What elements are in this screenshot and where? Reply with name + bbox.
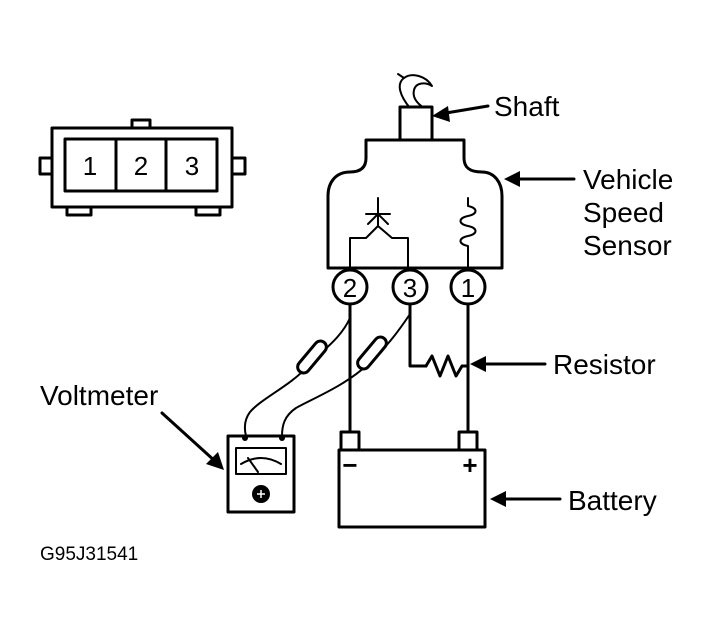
voltmeter-arrowhead bbox=[206, 452, 224, 470]
shaft-label: Shaft bbox=[494, 91, 560, 122]
sensor-switch-detail bbox=[365, 197, 391, 227]
labels: Shaft Vehicle Speed Sensor Resistor Volt… bbox=[40, 91, 673, 565]
sensor-terminal-label: 2 bbox=[343, 273, 357, 303]
vss-label-line2: Speed bbox=[583, 197, 664, 228]
voltmeter-lead-negative bbox=[243, 317, 351, 437]
vss-label-line3: Sensor bbox=[583, 230, 672, 261]
voltmeter-label: Voltmeter bbox=[40, 380, 158, 411]
battery-arrowhead bbox=[490, 491, 506, 507]
battery-negative-sign: − bbox=[342, 450, 357, 480]
voltmeter-knob-mark bbox=[257, 490, 265, 498]
shaft-arrowhead bbox=[432, 106, 450, 122]
probe-sleeve bbox=[356, 335, 388, 371]
sensor-housing bbox=[326, 138, 504, 270]
voltmeter-display bbox=[235, 447, 287, 475]
voltmeter-lead-positive bbox=[281, 313, 411, 437]
callouts bbox=[160, 104, 576, 507]
connector-pin-label: 1 bbox=[83, 151, 97, 181]
vehicle-speed-sensor bbox=[326, 138, 504, 270]
vss-label-line1: Vehicle bbox=[583, 164, 673, 195]
voltmeter bbox=[226, 434, 296, 514]
battery-case bbox=[337, 448, 487, 529]
wiring bbox=[243, 302, 470, 437]
sensor-coil-icon bbox=[459, 197, 477, 269]
resistor-arrowhead bbox=[470, 356, 486, 372]
voltmeter-jack bbox=[242, 435, 248, 441]
battery-post-positive bbox=[457, 430, 479, 452]
resistor-label: Resistor bbox=[553, 349, 656, 380]
connector: 1 2 3 bbox=[38, 118, 247, 217]
voltmeter-needle-icon bbox=[247, 457, 259, 473]
battery-positive-sign: + bbox=[462, 450, 477, 480]
shaft-tip-detail bbox=[397, 73, 405, 79]
sensor-terminals: 2 3 1 bbox=[331, 268, 487, 306]
voltmeter-callout-line bbox=[160, 411, 218, 464]
connector-pin-cell bbox=[164, 137, 219, 193]
battery-label: Battery bbox=[568, 485, 657, 516]
battery: − + bbox=[337, 430, 487, 529]
sensor-switch-icon bbox=[349, 225, 409, 269]
battery-post-negative bbox=[339, 430, 361, 452]
shaft-stem bbox=[398, 105, 434, 142]
vss-arrowhead bbox=[504, 171, 520, 187]
wire-terminal3-resistor bbox=[408, 302, 428, 368]
connector-pin-label: 3 bbox=[185, 151, 199, 181]
figure-code: G95J31541 bbox=[40, 544, 138, 565]
sensor-terminal-label: 3 bbox=[403, 273, 417, 303]
sensor-terminal-label: 1 bbox=[461, 273, 475, 303]
voltmeter-scale bbox=[240, 457, 282, 465]
shaft bbox=[397, 73, 434, 142]
connector-pin-label: 2 bbox=[134, 151, 148, 181]
shaft-tip-icon bbox=[398, 74, 433, 109]
probe-sleeve bbox=[296, 339, 328, 375]
voltmeter-jack bbox=[279, 435, 285, 441]
resistor-icon bbox=[424, 354, 470, 378]
